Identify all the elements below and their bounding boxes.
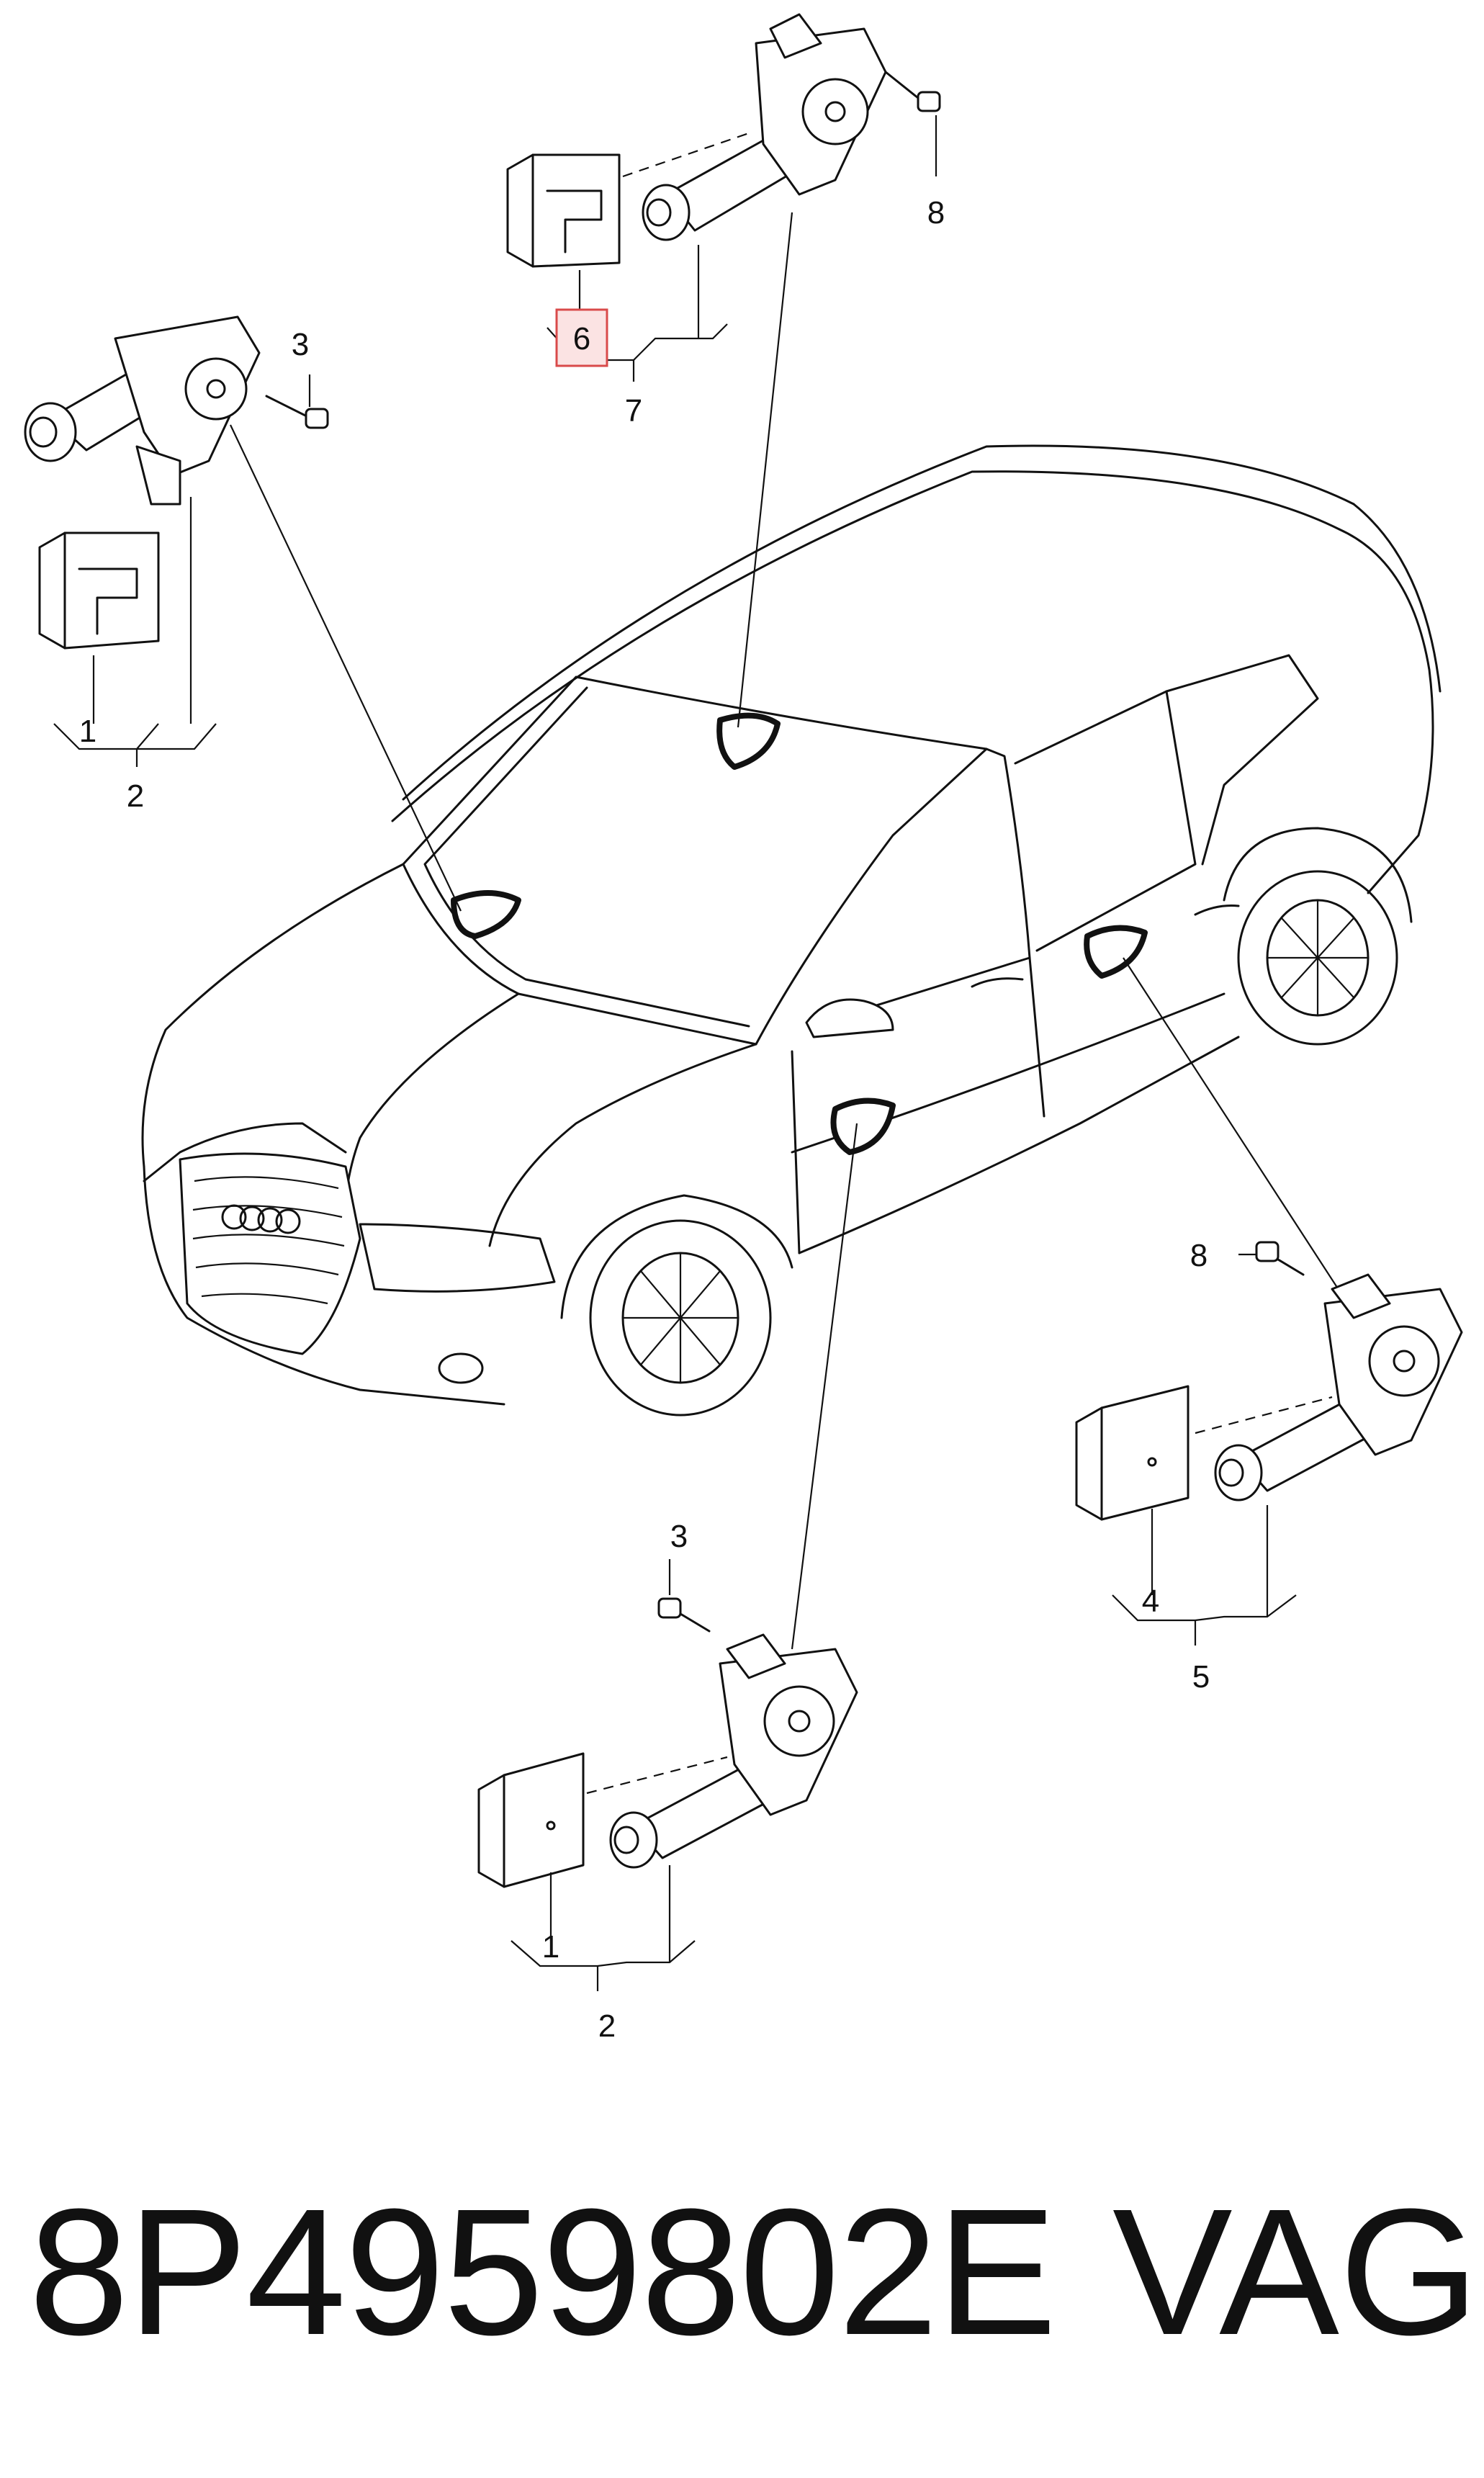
callout-top-left-module: 1 [79, 714, 96, 749]
part-number: 8P4959802E [29, 2171, 1057, 2372]
assembly-top-left [24, 315, 329, 767]
callout-right-assembly: 5 [1192, 1659, 1210, 1694]
mount-marker-right-door [1084, 925, 1148, 979]
callout-top-left-assembly: 2 [127, 778, 144, 814]
leader-lines [230, 212, 1344, 1650]
callout-bottom-assembly: 2 [598, 2008, 616, 2044]
callout-labels: 3 1 2 6 7 8 8 4 5 3 1 2 [79, 195, 1210, 2044]
assembly-top-center [506, 13, 941, 382]
callout-top-left-screw: 3 [292, 327, 309, 362]
mount-marker-front-door [830, 1097, 896, 1155]
mount-marker-front-left [451, 890, 521, 939]
callout-right-module: 4 [1142, 1584, 1159, 1619]
callout-bottom-screw: 3 [670, 1519, 688, 1554]
callout-top-center-screw: 8 [927, 195, 945, 230]
callout-top-center-module: 6 [573, 321, 590, 356]
car-illustration [141, 444, 1442, 1417]
callout-bottom-module: 1 [542, 1929, 559, 1965]
callout-right-screw: 8 [1190, 1238, 1208, 1273]
callout-top-center-assembly: 7 [625, 393, 642, 428]
assembly-right [1075, 1241, 1463, 1646]
brand-label: VAG [1112, 2171, 1480, 2372]
mount-marker-top [716, 712, 781, 770]
assembly-bottom [477, 1559, 858, 1991]
callout-highlight-box [555, 308, 608, 367]
